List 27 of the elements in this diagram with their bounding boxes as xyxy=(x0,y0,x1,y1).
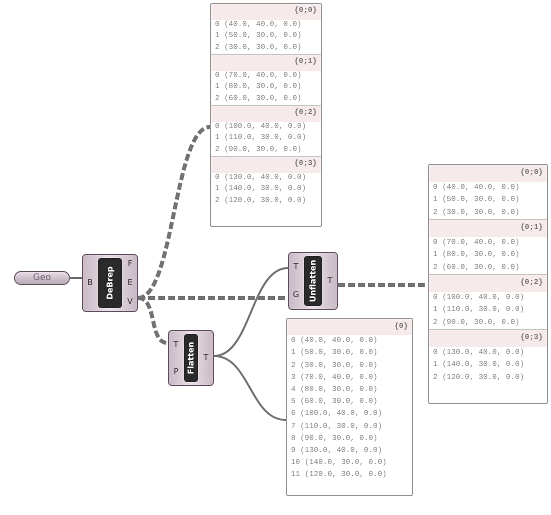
data-panel xyxy=(286,318,413,496)
output-port-label: T xyxy=(328,277,332,285)
wire xyxy=(338,283,428,287)
input-port-label: P xyxy=(174,368,178,376)
component-name: DeBrep xyxy=(106,266,114,300)
component-name: Unflatten xyxy=(308,260,318,302)
component-node xyxy=(82,254,138,312)
data-panel xyxy=(428,164,548,404)
component-node xyxy=(168,330,214,386)
wire xyxy=(138,296,168,345)
parameter-label: Geo xyxy=(32,273,52,283)
wire xyxy=(214,355,286,421)
input-port-label: G xyxy=(292,291,300,299)
input-port-label: T xyxy=(174,340,178,348)
data-panel xyxy=(210,3,322,227)
input-port-label: T xyxy=(294,263,298,271)
output-port-label: E xyxy=(127,278,133,287)
component-name: Flatten xyxy=(186,342,196,374)
output-port-label: V xyxy=(127,298,133,306)
parameter-node xyxy=(14,271,70,285)
output-port-label: F xyxy=(128,260,132,268)
wire xyxy=(137,125,211,300)
output-port-label: T xyxy=(204,354,208,362)
component-node xyxy=(288,252,338,310)
input-port-label: B xyxy=(87,279,93,287)
wire xyxy=(70,277,82,279)
wire xyxy=(138,296,288,300)
